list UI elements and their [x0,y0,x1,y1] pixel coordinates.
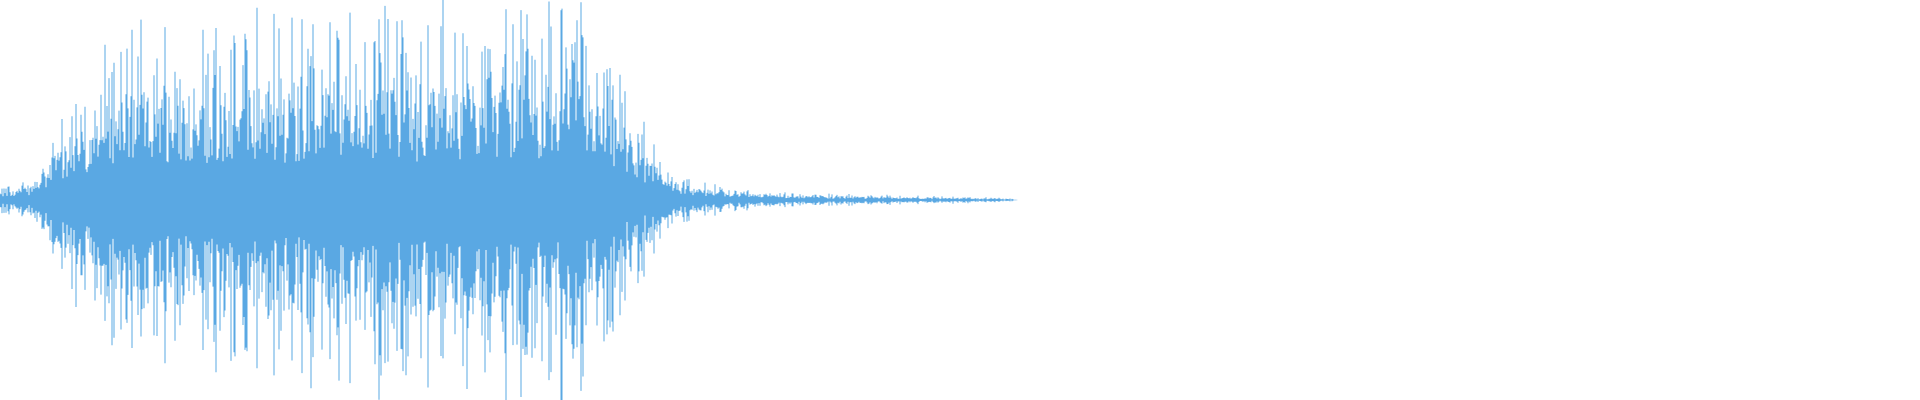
waveform-samples [0,0,1018,400]
